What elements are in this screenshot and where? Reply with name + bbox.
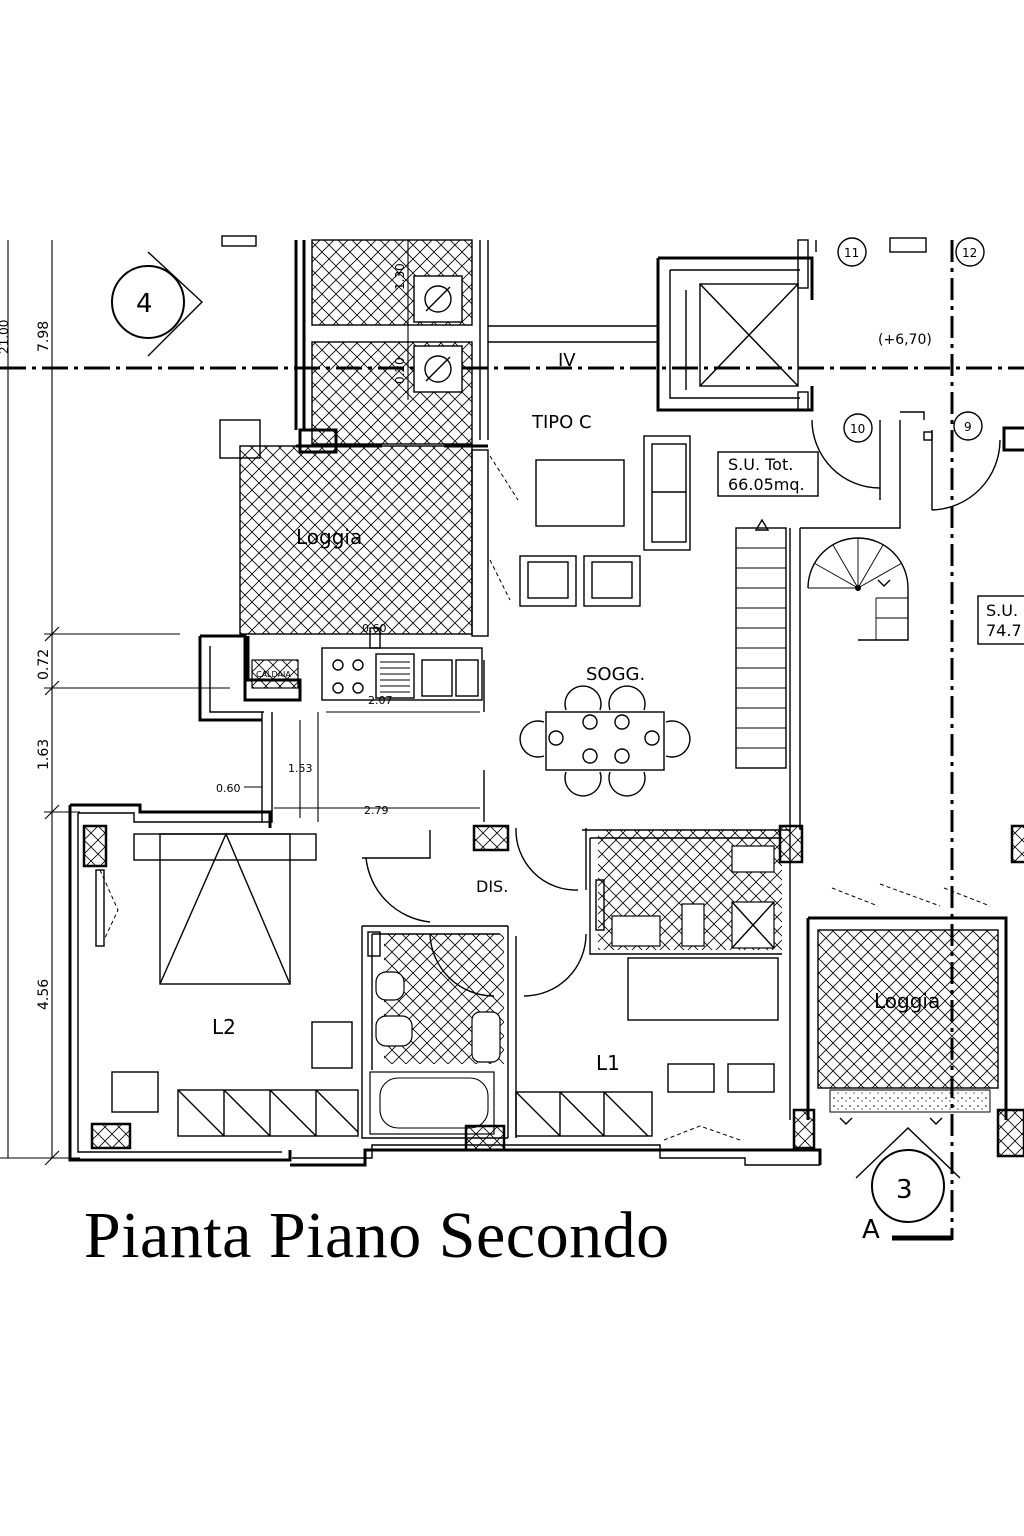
left-dimension-chain bbox=[0, 240, 230, 1166]
dim-kitchen-total: 2.79 bbox=[364, 804, 389, 817]
living-furniture bbox=[519, 435, 691, 797]
kitchen-area bbox=[244, 627, 485, 823]
bathroom-top bbox=[582, 828, 790, 955]
dim-left-b: 1.63 bbox=[36, 739, 52, 770]
top-shafts bbox=[221, 235, 658, 445]
axis-lines bbox=[0, 240, 1024, 1241]
bedroom-l1-furniture bbox=[515, 957, 779, 1141]
area-box-1-line2: 66.05mq. bbox=[728, 475, 805, 494]
dim-shaft-b: 0.20 bbox=[393, 357, 407, 384]
shaft-label: IV bbox=[558, 350, 576, 371]
room-boiler: CALDAIA bbox=[256, 670, 291, 679]
stairs bbox=[735, 518, 909, 769]
unit-number: 10 bbox=[850, 422, 865, 436]
outer-walls bbox=[68, 420, 901, 1167]
dim-kitchen-wall: 0.60 bbox=[362, 622, 387, 635]
room-bedroom-1: L1 bbox=[596, 1051, 620, 1075]
room-living: SOGG. bbox=[586, 664, 645, 685]
dim-left-a: 0.72 bbox=[36, 649, 52, 680]
loggia-bottom-area bbox=[806, 883, 1008, 1125]
hall-door bbox=[362, 827, 579, 923]
area-box-2 bbox=[977, 595, 1024, 645]
area-box-1-line1: S.U. Tot. bbox=[728, 455, 793, 474]
area-box-2-line2: 74.7 bbox=[986, 621, 1022, 640]
section-marker-4-label: 4 bbox=[136, 289, 153, 319]
section-marker-4 bbox=[111, 251, 204, 357]
loggia-top-area bbox=[219, 419, 519, 637]
bedroom-l2-furniture bbox=[95, 832, 359, 1137]
elevation-label: (+6,70) bbox=[878, 332, 932, 348]
columns bbox=[82, 824, 1024, 1158]
bathroom-bottom bbox=[361, 925, 587, 1139]
room-bedroom-2: L2 bbox=[212, 1015, 236, 1039]
section-marker-3-label: 3 bbox=[896, 1175, 913, 1205]
entry-doors bbox=[811, 237, 1024, 511]
unit-markers bbox=[837, 237, 985, 443]
plan-labels: TIPO C (+6,70) S.U. Tot. 66.05mq. S.U. 7… bbox=[0, 246, 1022, 1245]
dim-kitchen-depth: 1.53 bbox=[288, 762, 313, 775]
unit-number: 11 bbox=[844, 246, 859, 260]
room-loggia-bottom: Loggia bbox=[874, 989, 940, 1013]
section-cut-letter: A bbox=[862, 1215, 880, 1245]
dim-kitchen-side: 0.60 bbox=[216, 782, 241, 795]
area-box-2-line1: S.U. bbox=[986, 601, 1018, 620]
elevator-core bbox=[656, 239, 814, 412]
dim-shaft-a: 1.30 bbox=[393, 263, 407, 290]
dim-kitchen-width: 2.07 bbox=[368, 694, 393, 707]
unit-number: 12 bbox=[962, 246, 977, 260]
room-hall: DIS. bbox=[476, 877, 508, 896]
drawing-caption: Pianta Piano Secondo bbox=[84, 1199, 670, 1272]
dim-left-total: 7.98 bbox=[36, 321, 52, 352]
type-label: TIPO C bbox=[531, 412, 592, 433]
room-loggia-top: Loggia bbox=[296, 525, 362, 549]
area-box-1 bbox=[717, 451, 819, 497]
section-marker-3 bbox=[855, 1127, 961, 1223]
unit-number: 9 bbox=[964, 420, 972, 434]
dim-left-top-cut: 21.00 bbox=[0, 320, 11, 354]
dim-left-c: 4.56 bbox=[36, 979, 52, 1010]
